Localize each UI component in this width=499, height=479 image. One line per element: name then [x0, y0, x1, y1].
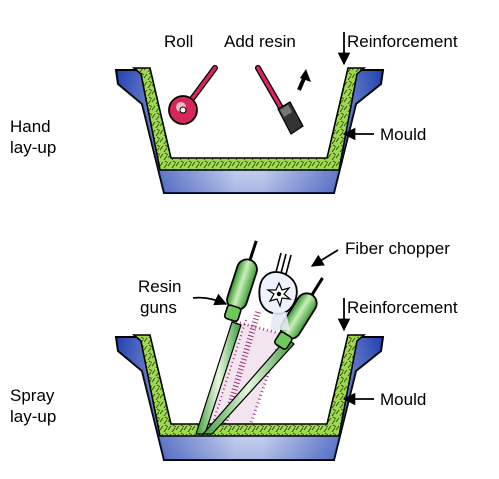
spray-layup-title-line2: lay-up: [10, 407, 56, 426]
spray-reinforcement-layer: [131, 334, 367, 437]
roll-label: Roll: [164, 32, 193, 51]
hand-layup-title-line2: lay-up: [10, 138, 56, 157]
fiber-chopper-icon: [258, 252, 298, 330]
brush-icon: [255, 65, 304, 135]
hand-reinforcement-label: Reinforcement: [347, 32, 458, 51]
spray-reinforcement-label: Reinforcement: [347, 298, 458, 317]
fiber-chopper-arrow: [310, 249, 339, 267]
spray-layup-title-line1: Spray: [10, 386, 55, 405]
hand-layup-group: Roll Add resin Reinforcement Mould Hand …: [10, 32, 458, 194]
hand-layup-title-line1: Hand: [10, 117, 51, 136]
hand-mould-label: Mould: [380, 125, 426, 144]
spray-layup-group: Fiber chopper Resin guns Reinforcement M…: [10, 239, 458, 461]
roller-icon: [168, 65, 218, 125]
hand-reinforcement-layer: [131, 67, 367, 171]
left-resin-gun-icon: [223, 240, 258, 323]
add-resin-label: Add resin: [224, 32, 296, 51]
right-resin-gun-icon: [274, 277, 324, 350]
resin-guns-arrow: [192, 293, 228, 306]
resin-guns-label-line2: guns: [140, 298, 177, 317]
spray-mould-label: Mould: [380, 390, 426, 409]
fiber-chopper-label: Fiber chopper: [345, 239, 450, 258]
resin-guns-label-line1: Resin: [138, 277, 181, 296]
